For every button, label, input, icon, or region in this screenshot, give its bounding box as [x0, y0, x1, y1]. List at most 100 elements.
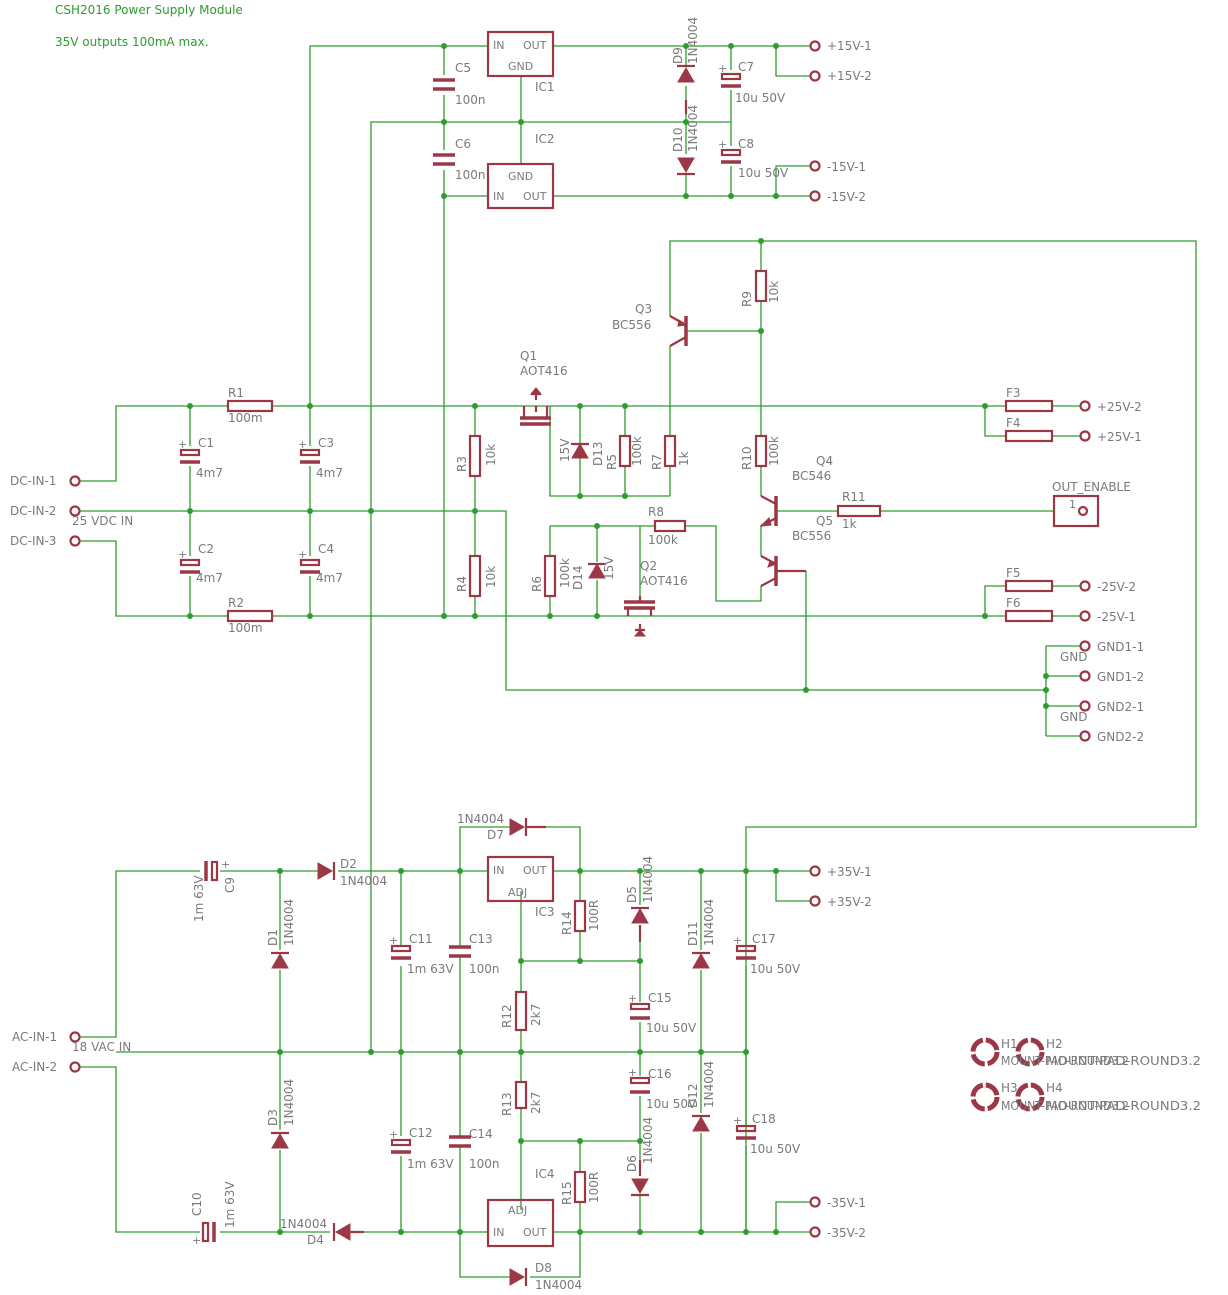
q1-mosfet: Q1 AOT416: [520, 349, 568, 426]
svg-text:2k7: 2k7: [529, 1004, 543, 1026]
d1-diode: D1 1N4004: [266, 899, 296, 969]
r14-resistor: R14 100R: [560, 900, 601, 935]
svg-text:15V: 15V: [558, 438, 572, 462]
ic2-label: IC2: [535, 132, 555, 146]
svg-text:1m 63V: 1m 63V: [192, 875, 206, 922]
svg-text:Q3: Q3: [635, 302, 652, 316]
svg-text:C1: C1: [198, 436, 214, 450]
svg-text:1N4004: 1N4004: [641, 856, 655, 903]
r3-resistor: R3 10k: [455, 434, 498, 478]
f3-fuse: F3: [1004, 386, 1054, 413]
d6-diode: D6 1N4004: [625, 1117, 655, 1197]
svg-text:ADJ: ADJ: [508, 1204, 527, 1217]
svg-text:+35V-2: +35V-2: [827, 895, 872, 909]
svg-text:D8: D8: [535, 1261, 552, 1275]
page-title: CSH2016 Power Supply Module: [55, 3, 243, 17]
svg-text:C11: C11: [409, 932, 433, 946]
d14-zener: D14 15V: [571, 556, 616, 590]
svg-text:4m7: 4m7: [196, 466, 223, 480]
ic2-regulator: GND IN OUT IC2: [486, 132, 555, 210]
svg-text:H1: H1: [1001, 1037, 1018, 1051]
svg-text:100n: 100n: [469, 962, 500, 976]
svg-text:+15V-2: +15V-2: [827, 69, 872, 83]
svg-text:10u 50V: 10u 50V: [750, 962, 801, 976]
d3-diode: D3 1N4004: [266, 1079, 296, 1149]
svg-text:C13: C13: [469, 932, 493, 946]
f6-fuse: F6: [1004, 596, 1054, 623]
dc-in-connectors: DC-IN-1 DC-IN-2 DC-IN-3 25 VDC IN: [10, 474, 133, 548]
svg-text:Q1: Q1: [520, 349, 537, 363]
page-subtitle: 35V outputs 100mA max.: [55, 35, 209, 49]
d11-diode: D11 1N4004: [686, 899, 716, 969]
f5-fuse: F5: [1004, 566, 1054, 593]
svg-text:10u 50V: 10u 50V: [646, 1021, 697, 1035]
svg-text:D10: D10: [671, 127, 685, 152]
mounting-holes: H1 H2 H3 H4 MOUNT-PAD-ROUND3.2 MOUNT-PAD…: [970, 1037, 1201, 1113]
c1-capacitor: + C1 4m7: [178, 436, 223, 480]
svg-text:R13: R13: [500, 1092, 514, 1116]
svg-text:10u 50V: 10u 50V: [646, 1097, 697, 1111]
svg-text:1N4004: 1N4004: [280, 1217, 327, 1231]
svg-text:R3: R3: [455, 456, 469, 472]
svg-text:AOT416: AOT416: [520, 364, 568, 378]
svg-text:4m7: 4m7: [196, 571, 223, 585]
svg-text:F3: F3: [1006, 386, 1021, 400]
c2-capacitor: + C2 4m7: [178, 542, 223, 585]
svg-text:1m 63V: 1m 63V: [223, 1181, 237, 1228]
svg-text:GND: GND: [1060, 710, 1088, 724]
svg-text:C16: C16: [648, 1067, 672, 1081]
svg-text:GND1-2: GND1-2: [1097, 670, 1144, 684]
svg-text:GND1-1: GND1-1: [1097, 640, 1144, 654]
c10-capacitor: + C10 1m 63V: [190, 1181, 237, 1247]
svg-text:R1: R1: [228, 386, 244, 400]
svg-text:IN: IN: [493, 864, 504, 877]
svg-text:+: +: [389, 1128, 398, 1141]
svg-text:4m7: 4m7: [316, 466, 343, 480]
svg-text:IN: IN: [493, 39, 504, 52]
r6-resistor: R6 100k: [530, 554, 572, 598]
svg-text:100k: 100k: [630, 436, 644, 466]
svg-text:100k: 100k: [648, 533, 678, 547]
svg-text:DC-IN-3: DC-IN-3: [10, 534, 56, 548]
svg-text:BC556: BC556: [792, 529, 831, 543]
q4-transistor: Q4 BC546: [759, 454, 833, 527]
svg-text:R11: R11: [842, 490, 866, 504]
r5-resistor: R5 100k: [605, 434, 644, 470]
svg-text:1N4004: 1N4004: [702, 899, 716, 946]
svg-text:GND: GND: [1060, 650, 1088, 664]
svg-text:-15V-1: -15V-1: [827, 160, 866, 174]
svg-text:+: +: [298, 548, 307, 561]
svg-text:100n: 100n: [455, 168, 486, 182]
svg-text:R9: R9: [740, 291, 754, 307]
svg-text:R7: R7: [650, 454, 664, 470]
svg-text:10u 50V: 10u 50V: [750, 1142, 801, 1156]
svg-text:ADJ: ADJ: [508, 886, 527, 899]
svg-text:C12: C12: [409, 1126, 433, 1140]
svg-text:D3: D3: [266, 1109, 280, 1126]
svg-text:1N4004: 1N4004: [641, 1117, 655, 1164]
svg-text:-25V-1: -25V-1: [1097, 610, 1136, 624]
svg-text:+35V-1: +35V-1: [827, 865, 872, 879]
svg-text:C5: C5: [455, 61, 471, 75]
svg-text:GND: GND: [508, 170, 533, 183]
svg-text:+25V-1: +25V-1: [1097, 430, 1142, 444]
svg-text:+: +: [718, 138, 727, 151]
d2-diode: D2 1N4004: [317, 857, 387, 888]
svg-text:Q2: Q2: [640, 559, 657, 573]
d13-zener: 15V D13: [558, 438, 605, 466]
r9-resistor: R9 10k: [740, 269, 781, 307]
ic4-label: IC4: [535, 1167, 555, 1181]
svg-text:C3: C3: [318, 436, 334, 450]
svg-text:C10: C10: [190, 1192, 204, 1216]
svg-text:10k: 10k: [484, 566, 498, 588]
svg-text:1N4004: 1N4004: [282, 899, 296, 946]
ac-in-connectors: AC-IN-1 AC-IN-2 18 VAC IN: [12, 1030, 131, 1074]
svg-text:10k: 10k: [484, 444, 498, 466]
svg-text:BC556: BC556: [612, 318, 651, 332]
svg-text:25 VDC IN: 25 VDC IN: [72, 514, 133, 528]
svg-text:100R: 100R: [587, 1172, 601, 1203]
ic1-regulator: IN OUT GND IC1: [486, 30, 555, 94]
q2-mosfet: Q2 AOT416: [624, 559, 688, 637]
svg-text:IN: IN: [493, 190, 504, 203]
svg-text:F4: F4: [1006, 416, 1021, 430]
